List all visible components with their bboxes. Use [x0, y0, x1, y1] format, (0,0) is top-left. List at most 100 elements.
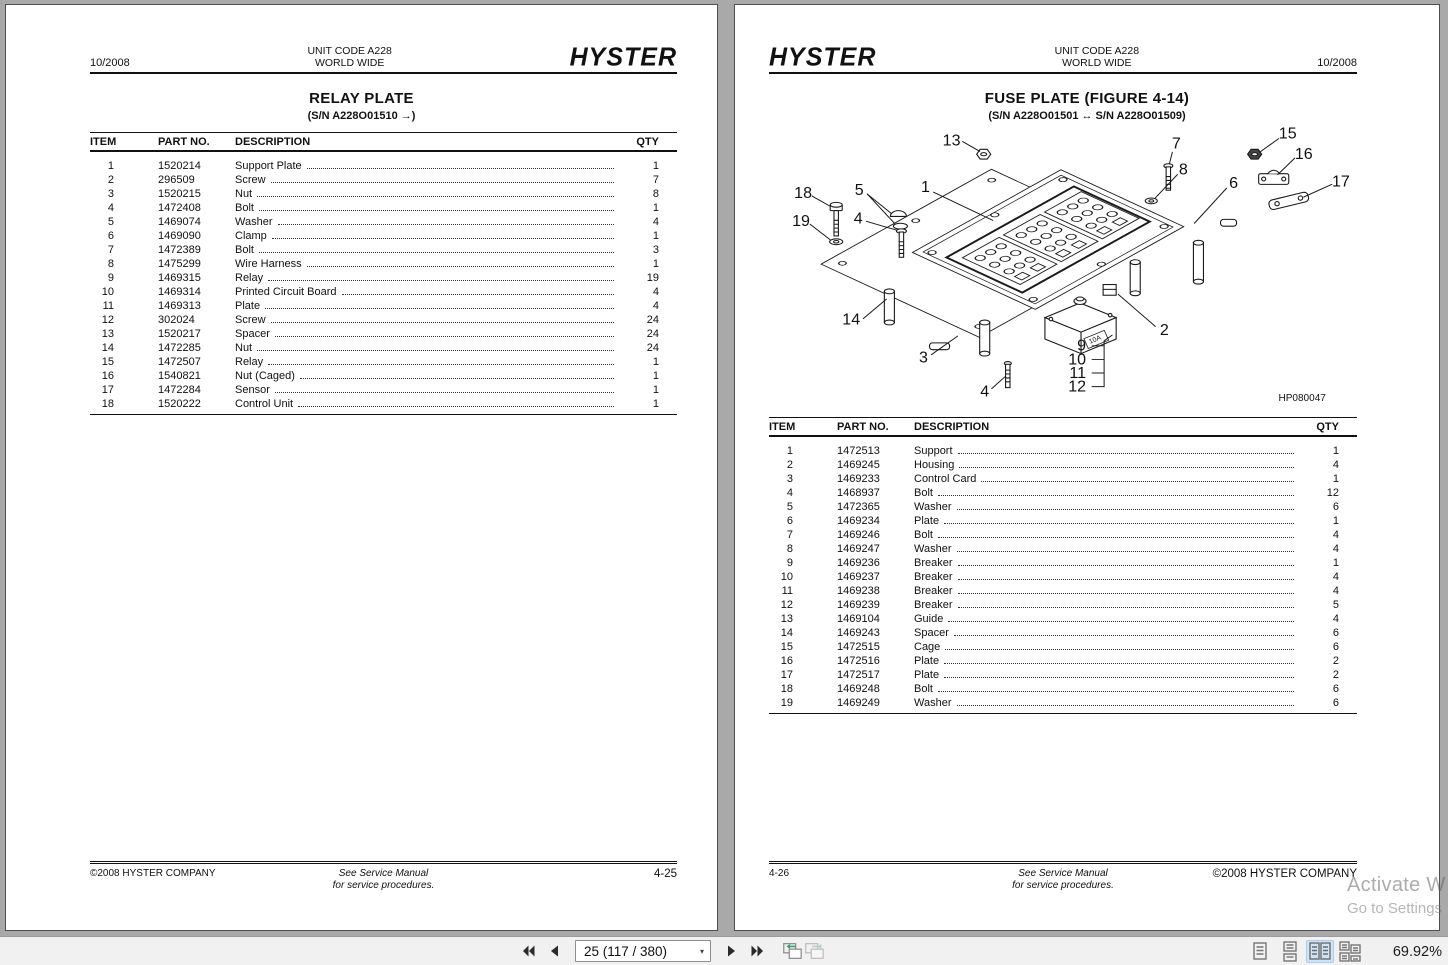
dot-leader — [944, 663, 1294, 664]
cell-description: Nut (Caged) — [235, 370, 295, 382]
cell-description: Washer — [914, 543, 952, 555]
cell-part-no: 1472507 — [158, 356, 201, 368]
cell-description: Bolt — [235, 244, 254, 256]
bolt-18-shape — [829, 201, 843, 237]
table-row: 10 1469314 Printed Circuit Board 4 — [90, 286, 677, 300]
callout-15: 15 — [1279, 126, 1297, 143]
cell-description: Plate — [914, 655, 940, 667]
cell-qty: 1 — [652, 258, 659, 270]
cell-description: Breaker — [914, 557, 953, 569]
first-page-button[interactable] — [517, 940, 539, 962]
cell-description: Bolt — [914, 683, 933, 695]
cell-qty: 1 — [652, 384, 659, 396]
last-page-button[interactable] — [747, 940, 769, 962]
column-header-qty: QTY — [636, 136, 659, 148]
header-region: WORLD WIDE — [1062, 57, 1132, 69]
cell-description: Support Plate — [235, 160, 302, 172]
callout-5: 5 — [855, 182, 864, 199]
callout-1: 1 — [921, 179, 930, 196]
cell-part-no: 1469245 — [837, 459, 880, 471]
callout-10: 10 — [1068, 351, 1086, 368]
dot-leader — [956, 551, 1294, 552]
cell-part-no: 302024 — [158, 314, 195, 326]
cell-item: 14 — [780, 627, 793, 639]
table-row: 11 1469238 Breaker 4 — [769, 585, 1357, 599]
cell-item: 3 — [107, 188, 114, 200]
callout-8: 8 — [1179, 162, 1188, 179]
cell-qty: 4 — [1332, 529, 1339, 541]
cell-qty: 1 — [1332, 557, 1339, 569]
cell-qty: 6 — [1332, 501, 1339, 513]
cap-5-shape — [889, 210, 908, 230]
table-row: 2 296509 Screw 7 — [90, 174, 677, 188]
dot-leader — [298, 406, 614, 407]
watermark-line1: Activate W — [1347, 874, 1446, 896]
next-page-button[interactable] — [720, 940, 742, 962]
column-header-item: ITEM — [769, 421, 796, 433]
plate-17-shape — [1268, 191, 1310, 211]
page-number-combobox[interactable]: 25 (117 / 380) ▾ — [575, 940, 711, 962]
dot-leader — [957, 593, 1294, 594]
dot-leader — [937, 691, 1294, 692]
cell-part-no: 1469249 — [837, 697, 880, 709]
fuse-plate-diagram: 10A — [792, 126, 1350, 404]
cell-item: 12 — [101, 314, 114, 326]
callout-16: 16 — [1295, 146, 1313, 163]
dot-leader — [274, 392, 614, 393]
continuous-layout-button[interactable] — [1276, 940, 1304, 963]
callout-4b: 4 — [980, 384, 989, 401]
watermark-line2[interactable]: Go to Settings — [1347, 900, 1443, 917]
cell-item: 13 — [780, 613, 793, 625]
cell-item: 10 — [780, 571, 793, 583]
cell-item: 4 — [786, 487, 793, 499]
cell-description: Plate — [235, 300, 261, 312]
combobox-dropdown-arrow-icon: ▾ — [699, 946, 704, 956]
cell-qty: 1 — [652, 160, 659, 172]
cell-description: Washer — [914, 501, 952, 513]
cell-part-no: 296509 — [158, 174, 195, 186]
single-page-layout-button[interactable] — [1246, 940, 1274, 963]
table-row: 9 1469315 Relay 19 — [90, 272, 677, 286]
cell-item: 14 — [101, 342, 114, 354]
facing-pages-layout-button[interactable] — [1306, 940, 1334, 963]
cell-qty: 19 — [646, 272, 659, 284]
cell-qty: 24 — [646, 314, 659, 326]
cell-description: Sensor — [235, 384, 270, 396]
zoom-level-label: 69.92% — [1392, 943, 1442, 960]
next-view-button[interactable] — [803, 940, 825, 962]
activation-watermark: Activate W Go to Settings — [1347, 874, 1448, 917]
cell-item: 1 — [107, 160, 114, 172]
cell-description: Plate — [914, 515, 940, 527]
cell-description: Wire Harness — [235, 258, 302, 270]
column-header-desc: DESCRIPTION — [914, 421, 990, 433]
table-row: 11 1469313 Plate 4 — [90, 300, 677, 314]
facing-continuous-layout-button[interactable] — [1336, 940, 1364, 963]
cell-description: Bolt — [914, 487, 933, 499]
table-body: 1 1472513 Support 1 2 1469245 Housing 4 … — [769, 437, 1357, 714]
cell-item: 9 — [786, 557, 793, 569]
table-row: 3 1520215 Nut 8 — [90, 188, 677, 202]
footer-note-1: See Service Manual — [1018, 868, 1108, 879]
cell-item: 1 — [786, 445, 793, 457]
table-row: 6 1469090 Clamp 1 — [90, 230, 677, 244]
previous-view-button[interactable] — [781, 940, 803, 962]
cell-description: Spacer — [235, 328, 270, 340]
table-row: 13 1469104 Guide 4 — [769, 613, 1357, 627]
cell-part-no: 1520215 — [158, 188, 201, 200]
cell-description: Plate — [914, 669, 940, 681]
cell-item: 19 — [780, 697, 793, 709]
table-row: 13 1520217 Spacer 24 — [90, 328, 677, 342]
cell-description: Screw — [235, 174, 266, 186]
footer-note-2: for service procedures. — [332, 880, 435, 891]
cell-qty: 5 — [1332, 599, 1339, 611]
previous-page-button[interactable] — [544, 940, 566, 962]
cell-part-no: 1469248 — [837, 683, 880, 695]
cell-part-no: 1520217 — [158, 328, 201, 340]
table-row: 16 1540821 Nut (Caged) 1 — [90, 370, 677, 384]
table-row: 15 1472507 Relay 1 — [90, 356, 677, 370]
table-row: 17 1472284 Sensor 1 — [90, 384, 677, 398]
cell-part-no: 1469233 — [837, 473, 880, 485]
cell-part-no: 1472515 — [837, 641, 880, 653]
fuse-panel — [1043, 191, 1140, 240]
cell-item: 6 — [107, 230, 114, 242]
